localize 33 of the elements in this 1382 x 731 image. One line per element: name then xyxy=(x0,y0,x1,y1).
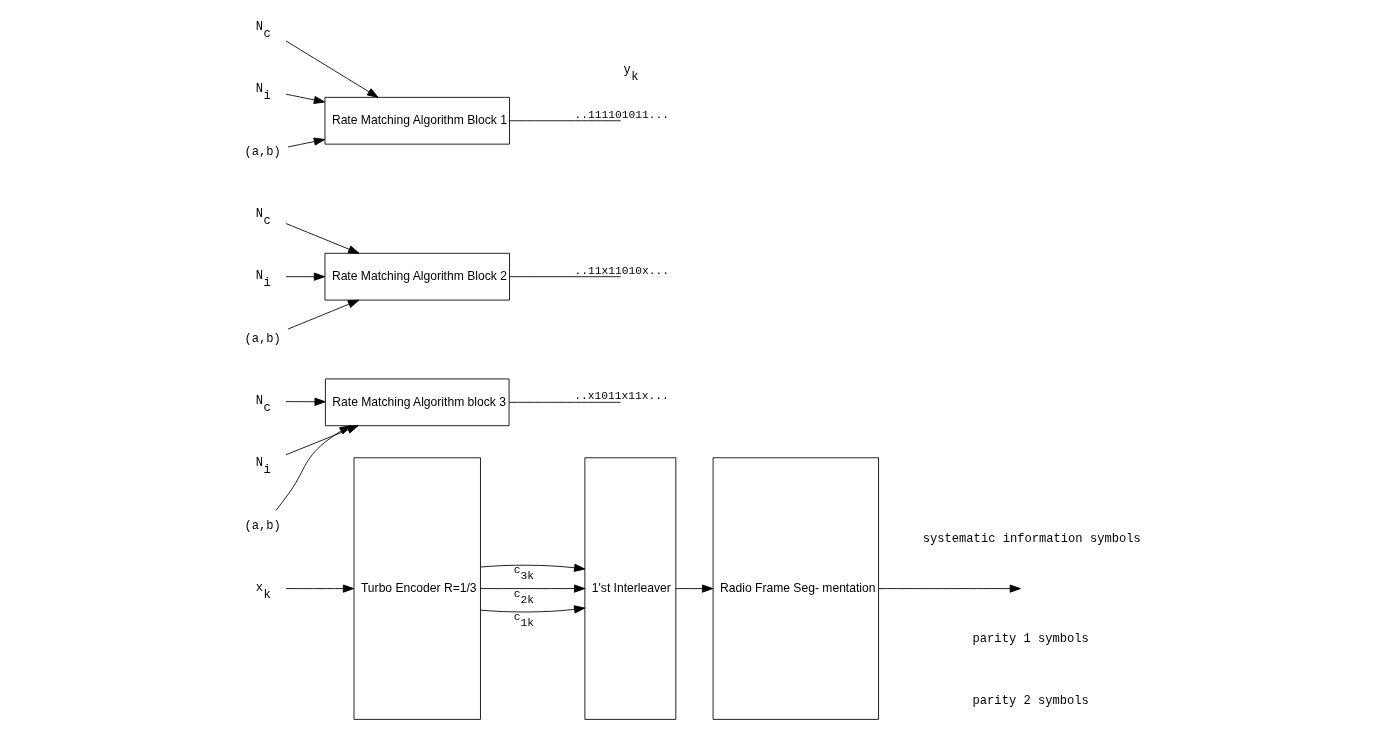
connector xyxy=(508,401,622,403)
node-box: Rate Matching Algorithm block 3 xyxy=(324,378,510,427)
arrow xyxy=(287,137,326,148)
edge-label: ..11x11010x... xyxy=(574,264,669,277)
arrow xyxy=(285,223,360,254)
arrow xyxy=(480,605,586,614)
arrow xyxy=(285,425,359,456)
edge-label: ..111101011... xyxy=(574,108,669,121)
node-text: (a,b) xyxy=(244,519,281,534)
connector xyxy=(509,276,622,278)
label: systematic information symbols xyxy=(922,531,1141,546)
node-text: (a,b) xyxy=(244,332,281,347)
node-box: Turbo Encoder R=1/3 xyxy=(353,457,481,720)
arrow xyxy=(285,584,355,593)
node-box: Radio Frame Seg- mentation xyxy=(712,457,879,720)
label: parity 2 symbols xyxy=(972,694,1089,709)
arrow xyxy=(285,397,326,406)
arrow xyxy=(285,40,379,98)
node-box: Rate Matching Algorithm Block 1 xyxy=(324,96,510,145)
arrow xyxy=(480,563,586,572)
arrow xyxy=(675,584,714,593)
node-text: (a,b) xyxy=(244,145,281,160)
arrow xyxy=(285,272,326,281)
arrow xyxy=(878,584,1021,593)
arrow xyxy=(480,584,586,593)
node-box: Rate Matching Algorithm Block 2 xyxy=(324,252,510,301)
label: parity 1 symbols xyxy=(972,632,1089,647)
node-box: 1'st Interleaver xyxy=(584,457,677,720)
connector xyxy=(509,120,622,122)
edge-label: ..x1011x11x... xyxy=(574,390,669,403)
arrow xyxy=(287,299,360,330)
arrow xyxy=(275,425,351,511)
arrow xyxy=(285,93,326,104)
